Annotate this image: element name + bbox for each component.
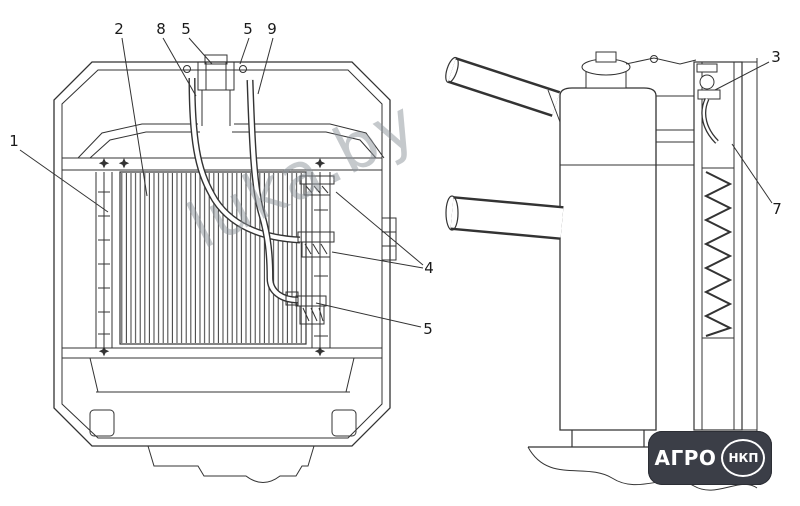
callout-1: 1	[9, 132, 19, 150]
radiator-side-view	[445, 51, 758, 491]
upper-hose	[445, 56, 561, 123]
brand-logo: АГРО НКП	[648, 431, 772, 485]
radiator-front-view	[53, 54, 397, 483]
radiator-panel	[693, 61, 743, 431]
leader-4b	[331, 251, 424, 269]
lower-hose	[445, 195, 564, 240]
filler-cap	[183, 54, 247, 126]
left-side-channel	[95, 172, 113, 348]
frame-inner	[61, 69, 383, 439]
callout-8: 8	[156, 20, 166, 38]
leader-9	[257, 37, 274, 95]
fastener-marks	[98, 158, 326, 357]
callout-9: 9	[267, 20, 277, 38]
break-line	[527, 446, 758, 491]
brand-text: АГРО	[654, 446, 717, 470]
leader-5b	[239, 37, 250, 65]
callout-5a: 5	[181, 20, 191, 38]
bleed-fitting	[696, 63, 721, 144]
callout-3: 3	[771, 48, 781, 66]
side-bracket	[381, 217, 397, 261]
side-filler-cap	[581, 51, 697, 89]
leader-5c	[315, 302, 422, 328]
top-tank	[62, 123, 385, 171]
brand-badge: НКП	[721, 439, 766, 477]
callout-4: 4	[424, 259, 434, 277]
callout-leader-lines	[19, 37, 773, 328]
mount-brackets	[560, 95, 694, 166]
leader-2	[121, 37, 148, 197]
right-side-channel	[311, 172, 331, 348]
tube-fittings	[285, 175, 335, 325]
bottom-tank	[62, 347, 382, 483]
leader-1	[19, 149, 109, 213]
leader-7	[731, 143, 773, 204]
callout-5c: 5	[423, 320, 433, 338]
leader-4a	[335, 191, 424, 266]
frame-outer	[53, 61, 391, 447]
callout-7: 7	[772, 200, 782, 218]
leader-8	[162, 37, 197, 97]
tank-body	[559, 87, 657, 431]
fin-zigzag	[703, 171, 733, 337]
oil-cooler-tubes	[188, 77, 301, 304]
callout-2: 2	[114, 20, 124, 38]
leader-3	[714, 61, 770, 91]
leader-5a	[188, 37, 213, 65]
callout-5b: 5	[243, 20, 253, 38]
